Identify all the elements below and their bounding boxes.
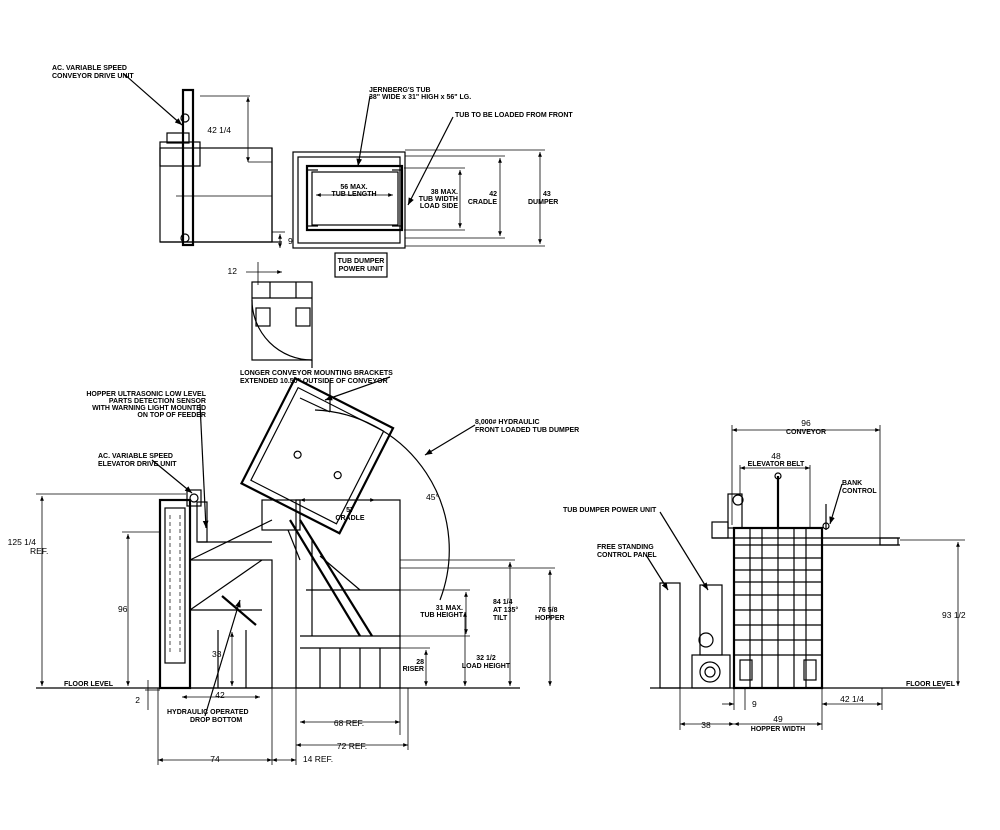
conveyor-96-line1: 96 <box>801 418 811 428</box>
dim-42-1-4: 42 1/4 <box>207 125 231 135</box>
power-unit-line2: POWER UNIT <box>339 266 384 273</box>
sensor-note-line2: PARTS DETECTION SENSOR <box>109 398 206 405</box>
dim-14-ref: 14 REF. <box>303 754 333 764</box>
dim-42-1-4-end: 42 1/4 <box>840 694 864 704</box>
height-96: 96 <box>118 604 128 614</box>
sensor-note-line4: ON TOP OF FEEDER <box>137 412 206 419</box>
hopper-76-line2: HOPPER <box>535 615 565 622</box>
tilt-line2: AT 135° <box>493 606 518 614</box>
tub-height-line2: TUB HEIGHT <box>420 612 464 619</box>
riser-line1: 28 <box>416 659 424 666</box>
riser-line2: RISER <box>403 666 424 673</box>
tub-width-line1: 38 MAX. <box>431 189 458 196</box>
hopper-width-line1: 49 <box>773 714 783 724</box>
drop-bottom-line1: HYDRAULIC OPERATED <box>167 709 249 716</box>
side-elevation <box>36 376 555 765</box>
load-height-line2: LOAD HEIGHT <box>462 663 511 670</box>
tub-dumper-plan <box>292 95 545 278</box>
height-33: 33 <box>212 649 222 659</box>
control-panel-line1: FREE STANDING <box>597 544 654 551</box>
tub-height-line1: 31 MAX. <box>436 605 463 612</box>
tub-note-line1: JERNBERG'S TUB <box>369 87 431 94</box>
dim-42-side: 42 <box>215 690 225 700</box>
conveyor-drive-note-line2: CONVEYOR DRIVE UNIT <box>52 73 134 80</box>
floor-level-left: FLOOR LEVEL <box>64 681 114 688</box>
sensor-note-line3: WITH WARNING LIGHT MOUNTED <box>92 405 206 412</box>
tub-dumper-power-unit-note: TUB DUMPER POWER UNIT <box>563 507 657 514</box>
hopper-76-line1: 76 5/8 <box>538 607 558 614</box>
dumper-width-line2: DUMPER <box>528 199 558 206</box>
conveyor-96-line2: CONVEYOR <box>786 429 826 436</box>
sensor-note-line1: HOPPER ULTRASONIC LOW LEVEL <box>86 391 206 398</box>
load-height-line1: 32 1/2 <box>476 655 496 662</box>
bracket-note-line1: LONGER CONVEYOR MOUNTING BRACKETS <box>240 370 393 377</box>
end-elevation <box>645 425 965 730</box>
elevator-belt-line1: 48 <box>771 451 781 461</box>
dim-9-top: 9 <box>288 236 293 246</box>
tub-length-line2: TUB LENGTH <box>331 191 376 198</box>
tub-width-line3: LOAD SIDE <box>420 203 458 210</box>
height-125-line1: 125 1/4 <box>8 537 37 547</box>
tilt-line1: 84 1/4 <box>493 599 513 606</box>
cradle-57-line2: CRADLE <box>335 515 364 522</box>
control-panel-line2: CONTROL PANEL <box>597 552 657 559</box>
bracket-note-line2: EXTENDED 10.50" OUTSIDE OF CONVEYOR <box>240 378 388 385</box>
dim-2: 2 <box>135 695 140 705</box>
power-unit-line1: TUB DUMPER <box>338 258 385 265</box>
elevator-belt-line2: ELEVATOR BELT <box>748 461 805 468</box>
annotation-labels: AC. VARIABLE SPEED CONVEYOR DRIVE UNIT 4… <box>8 65 966 764</box>
bank-control-line1: BANK <box>842 480 862 487</box>
tub-note-line2: 38" WIDE x 31" HIGH x 56" LG. <box>369 94 471 101</box>
elevator-drive-note-line2: ELEVATOR DRIVE UNIT <box>98 461 177 468</box>
tilt-line3: TILT <box>493 615 508 622</box>
dim-74: 74 <box>210 754 220 764</box>
conveyor-drive-note-line1: AC. VARIABLE SPEED <box>52 65 127 72</box>
dumper-width-line1: 43 <box>543 191 551 198</box>
dim-38-end: 38 <box>701 720 711 730</box>
height-125-line2: REF. <box>30 546 48 556</box>
cradle-57-line1: 57 <box>346 507 354 514</box>
dim-12-top: 12 <box>228 266 238 276</box>
height-93-1-2: 93 1/2 <box>942 610 966 620</box>
hopper-width-line2: HOPPER WIDTH <box>751 726 805 733</box>
dim-68-ref: 68 REF. <box>334 718 364 728</box>
dim-72-ref: 72 REF. <box>337 741 367 751</box>
floor-level-right: FLOOR LEVEL <box>906 681 956 688</box>
bank-control-line2: CONTROL <box>842 488 877 495</box>
cradle-width-line1: 42 <box>489 191 497 198</box>
cradle-width-line2: CRADLE <box>468 199 497 206</box>
elevator-drive-note-line1: AC. VARIABLE SPEED <box>98 453 173 460</box>
dim-9-end: 9 <box>752 699 757 709</box>
load-from-front-note: TUB TO BE LOADED FROM FRONT <box>455 112 573 119</box>
drop-bottom-line2: DROP BOTTOM <box>190 717 242 724</box>
tub-width-line2: TUB WIDTH <box>419 196 458 203</box>
conveyor-top-section <box>123 73 313 368</box>
dumper-note-line1: 8,000# HYDRAULIC <box>475 419 540 426</box>
dumper-note-line2: FRONT LOADED TUB DUMPER <box>475 427 579 434</box>
angle-45: 45° <box>426 492 439 502</box>
tub-length-line1: 56 MAX. <box>340 184 367 191</box>
